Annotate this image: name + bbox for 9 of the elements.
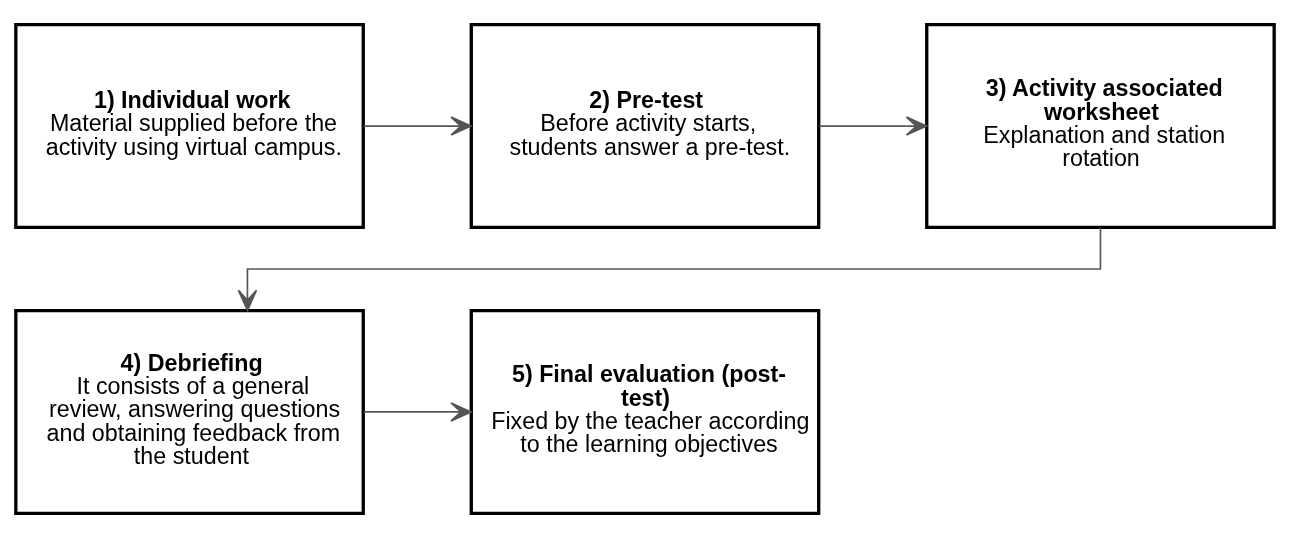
arrow (237, 226, 1102, 311)
node-box: 2) Pre-test Before activity starts, students answer a pre-test. (469, 22, 821, 229)
node-box: 1) Individual work Material supplied before the activity using virtual campus. (14, 22, 365, 229)
arrow (362, 401, 472, 422)
node-box: 4) Debriefing It consists of a general review, answering questions and obtaining feedback from the student (14, 308, 365, 515)
arrow (362, 115, 472, 136)
node-box: 3) Activity associated worksheet Explanation and station rotation (925, 22, 1276, 229)
node-box: 5) Final evaluation (post-test) Fixed by the teacher according to the learning objectives (469, 308, 821, 515)
arrow (818, 115, 928, 136)
